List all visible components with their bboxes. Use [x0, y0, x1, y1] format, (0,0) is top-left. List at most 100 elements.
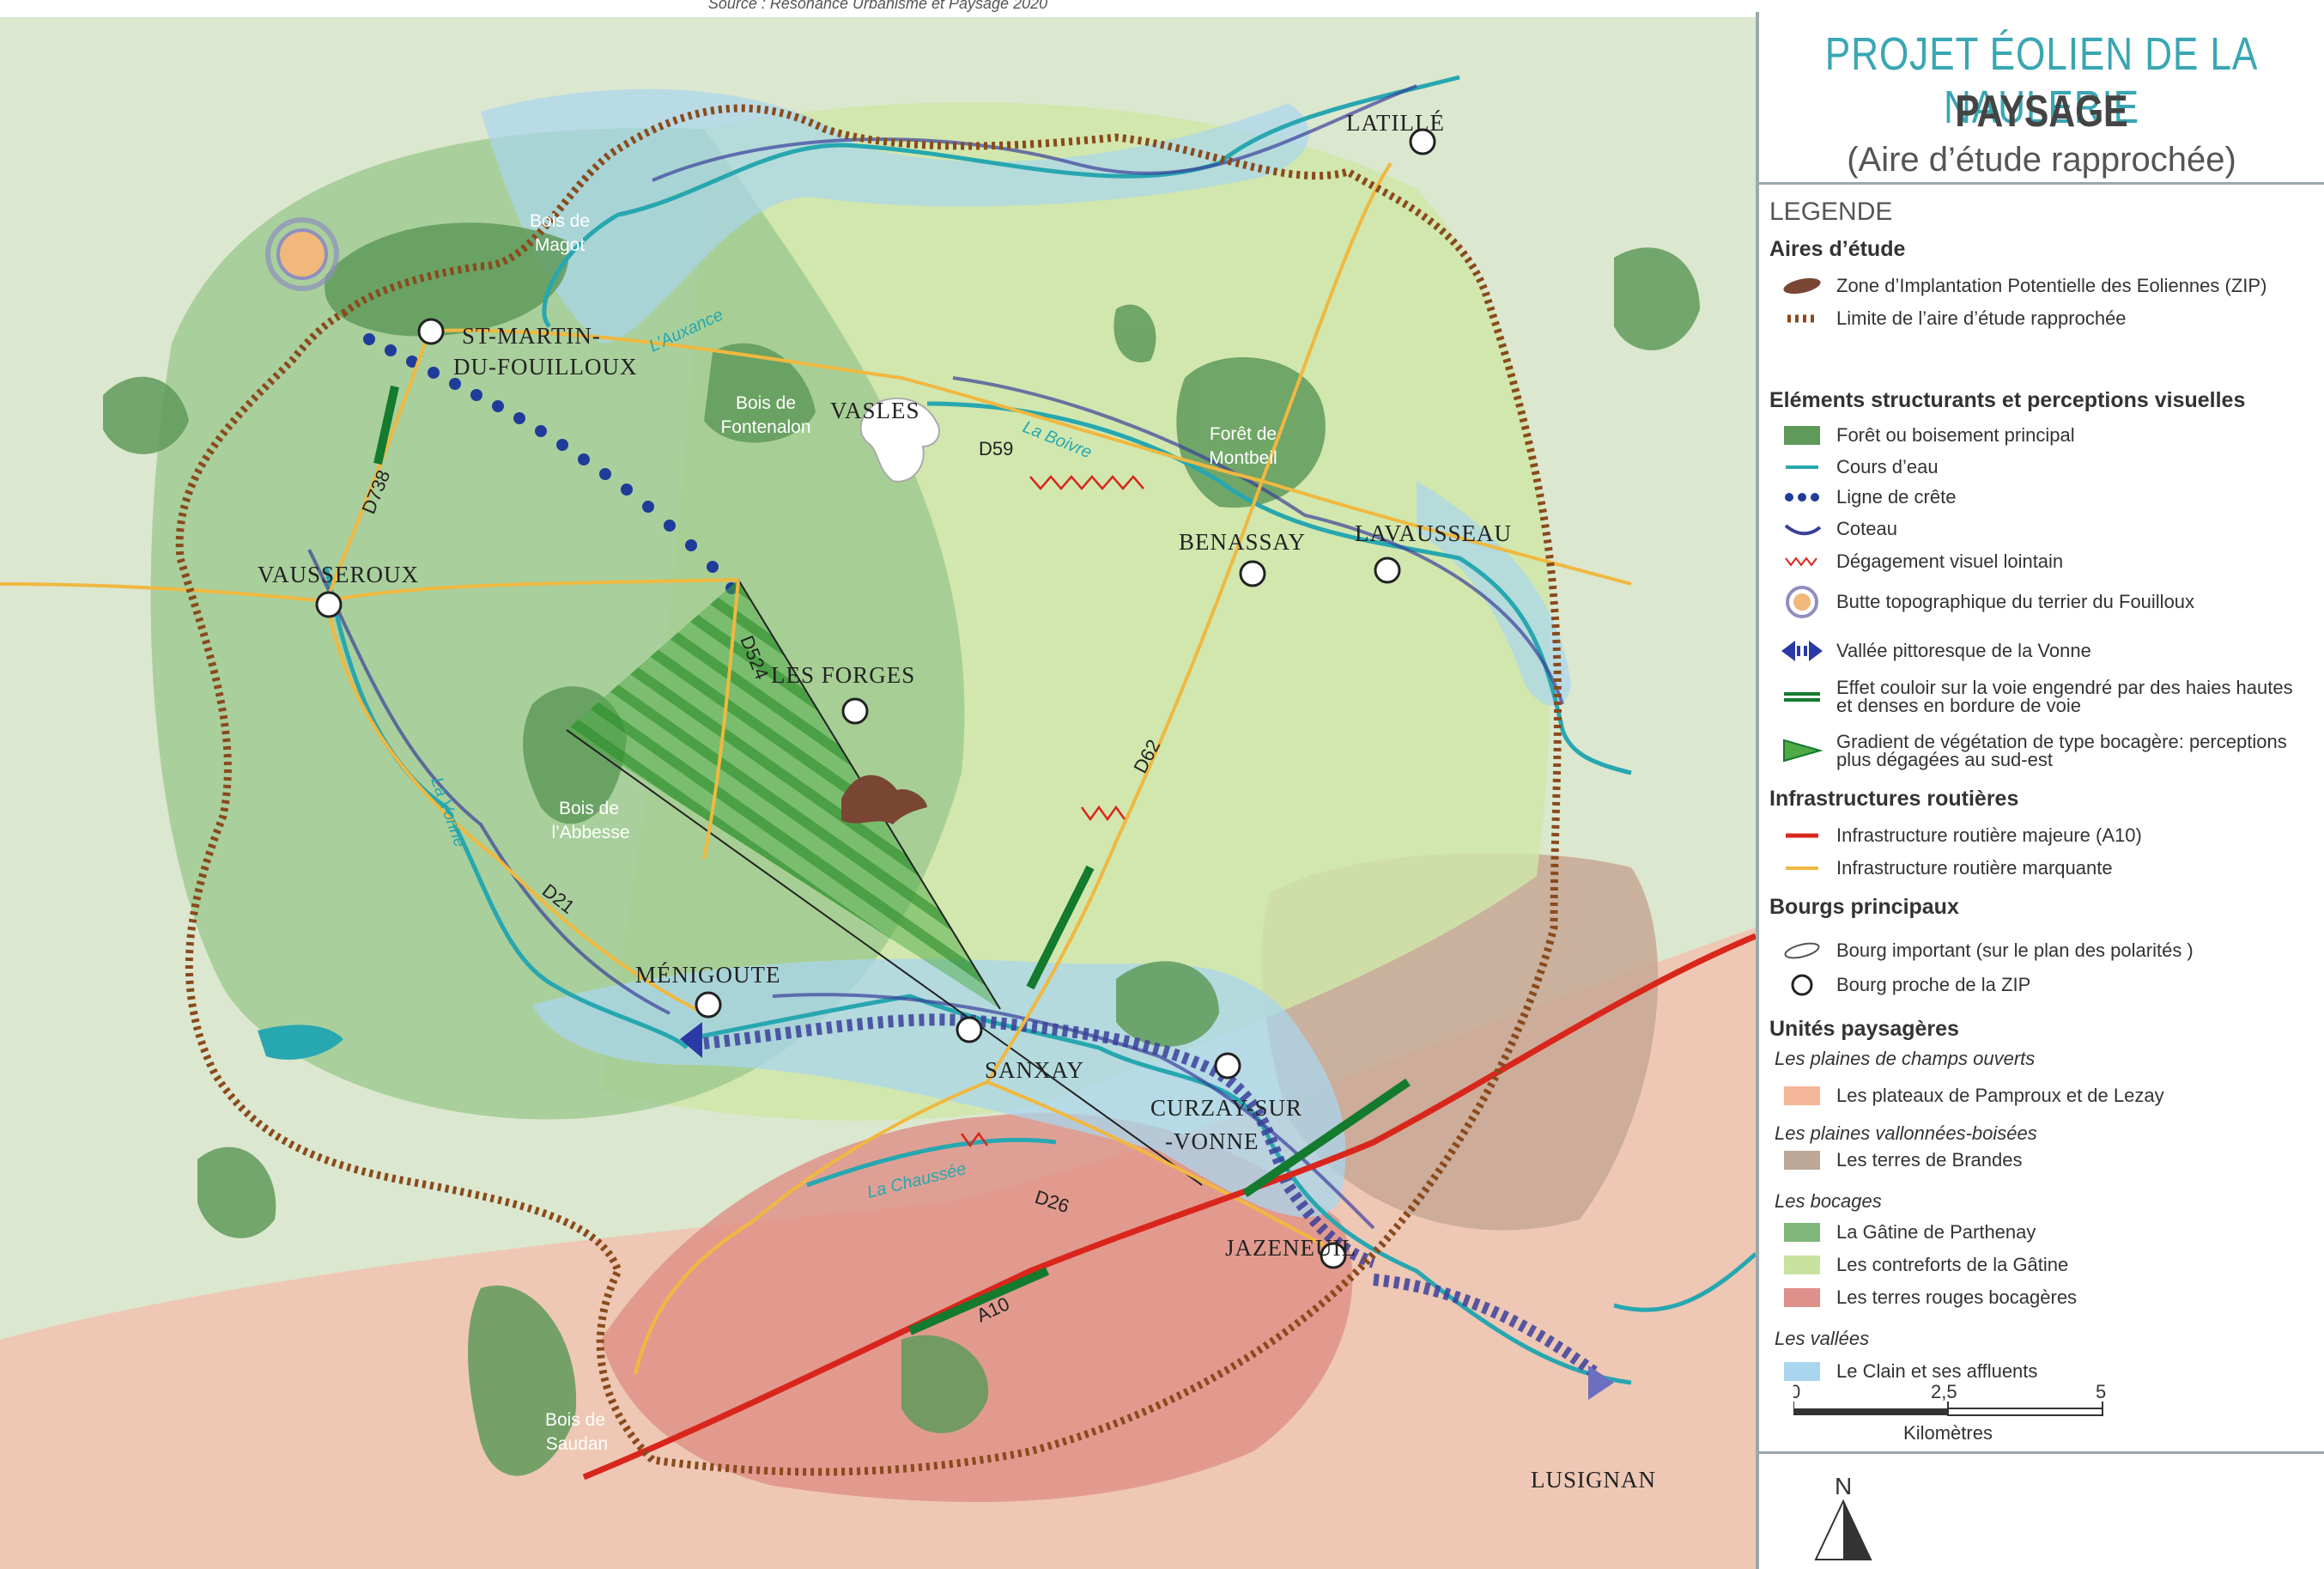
- legend-row-vallee-vonne: Vallée pittoresque de la Vonne: [1776, 636, 2091, 666]
- subsection-vallees: Les vallées: [1775, 1328, 1870, 1349]
- town-label-curzay-2: -VONNE: [1165, 1128, 1259, 1154]
- wood-label-saudan-2: Saudan: [546, 1434, 608, 1454]
- major-road-icon: [1776, 821, 1828, 850]
- road-label-d59: D59: [979, 438, 1013, 459]
- wood-label-abbesse-1: Bois de: [559, 799, 619, 818]
- clain-swatch-icon: [1776, 1357, 1828, 1386]
- zip-icon: [1776, 271, 1828, 301]
- legend-row-degagement: Dégagement visuel lointain: [1776, 547, 2063, 576]
- vonne-arrow-right: [1588, 1365, 1614, 1400]
- legend-row-brandes: Les terres de Brandes: [1776, 1146, 2022, 1175]
- source-caption: Source : Résonance Urbanisme et Paysage …: [707, 0, 1048, 12]
- north-label: N: [1835, 1473, 1852, 1499]
- coteau-icon: [1776, 514, 1828, 544]
- wood-label-magot-1: Bois de: [530, 211, 590, 231]
- legend-row-terres-rouges: Les terres rouges bocagères: [1776, 1283, 2077, 1312]
- legend-separator-bottom: [1759, 1451, 2324, 1454]
- town-label-benassay: BENASSAY: [1179, 529, 1306, 555]
- wood-label-fontenalon-1: Bois de: [736, 393, 796, 413]
- legend-row-marquante: Infrastructure routière marquante: [1776, 854, 2113, 883]
- town-label-latille: LATILLÉ: [1346, 110, 1445, 136]
- forest-patches: [103, 222, 1700, 1476]
- roads: [0, 161, 1632, 1375]
- scale-tick-0: 0: [1793, 1381, 1800, 1402]
- zigzag-icon: [1776, 547, 1828, 576]
- subsection-vallonnees: Les plaines vallonnées-boisées: [1775, 1122, 2037, 1144]
- town-label-st-martin-2: DU-FOUILLOUX: [453, 354, 637, 380]
- rivers: [324, 75, 1756, 1385]
- boundary-icon: [1776, 304, 1828, 333]
- map-area: Source : Résonance Urbanisme et Paysage …: [0, 0, 1756, 1569]
- zip-shape: [841, 775, 927, 824]
- legend-row-couloir: Effet couloir sur la voie engendré par d…: [1776, 678, 2300, 715]
- legend-row-gatine: La Gâtine de Parthenay: [1776, 1218, 2036, 1247]
- legend-row-butte: Butte topographique du terrier du Fouill…: [1776, 586, 2194, 618]
- legend-row-zip: Zone d’Implantation Potentielle des Eoli…: [1776, 271, 2266, 301]
- river-line-icon: [1776, 453, 1828, 482]
- corridor-icon: [1776, 682, 1828, 711]
- scale-tick-2-5: 2,5: [1931, 1381, 1957, 1402]
- wood-label-montbeil-2: Montbeil: [1209, 448, 1277, 468]
- legend-row-bourg-important: Bourg important (sur le plan des polarit…: [1776, 936, 2194, 965]
- wood-label-abbesse-2: l’Abbesse: [551, 823, 629, 842]
- wood-label-saudan-1: Bois de: [545, 1410, 605, 1430]
- town-label-st-martin-1: ST-MARTIN-: [462, 323, 601, 349]
- town-label-vausseroux: VAUSSEROUX: [258, 562, 419, 587]
- section-bourgs: Bourgs principaux: [1769, 895, 1959, 919]
- butte-topo-icon: [265, 217, 339, 291]
- gradient-triangle-icon: [1776, 736, 1828, 765]
- town-label-menigoute: MÉNIGOUTE: [635, 962, 780, 988]
- legend-row-pamproux: Les plateaux de Pamproux et de Lezay: [1776, 1081, 2164, 1110]
- north-arrow-icon: N: [1811, 1470, 1888, 1565]
- wood-label-magot-2: Magot: [535, 235, 586, 255]
- project-title: PROJET ÉOLIEN DE LA NAULERIE: [1824, 28, 2259, 133]
- contreforts-swatch-icon: [1776, 1250, 1828, 1280]
- scale-tick-5: 5: [2096, 1381, 2106, 1402]
- topic-title: PAYSAGE: [1955, 87, 2128, 137]
- brandes-swatch-icon: [1776, 1146, 1828, 1175]
- subsection-bocages: Les bocages: [1775, 1190, 1882, 1212]
- section-aires: Aires d’étude: [1769, 237, 1906, 261]
- legend-row-crete: Ligne de crête: [1776, 483, 1956, 512]
- map-canvas: LATILLÉ ST-MARTIN- DU-FOUILLOUX VASLES B…: [0, 0, 1756, 1569]
- gatine-swatch-icon: [1776, 1218, 1828, 1247]
- legend-row-foret: Forêt ou boisement principal: [1776, 421, 2075, 450]
- scale-bar: 0 2,5 5 Kilomètres: [1790, 1376, 2154, 1444]
- town-label-sanxay: SANXAY: [985, 1057, 1084, 1083]
- crest-dots-icon: [1776, 483, 1828, 512]
- pamproux-swatch-icon: [1776, 1081, 1828, 1110]
- town-label-lavausseau: LAVAUSSEAU: [1355, 520, 1512, 546]
- section-elements: Eléments structurants et perceptions vis…: [1769, 388, 2246, 412]
- legend-row-cours: Cours d’eau: [1776, 453, 1939, 482]
- menigoute-pond: [258, 1025, 343, 1060]
- double-arrow-icon: [1776, 636, 1828, 666]
- degagement-zigzags: [960, 475, 1144, 1148]
- study-area-boundary: [175, 104, 1562, 1476]
- bourg-outline-icon: [1776, 936, 1828, 965]
- area-title: (Aire d’étude rapprochée): [1847, 141, 2236, 179]
- legend-row-gradient: Gradient de végétation de type bocagère:…: [1776, 733, 2300, 769]
- legend-separator: [1759, 182, 2324, 185]
- vonne-arrow-left: [680, 1022, 702, 1058]
- town-label-les-forges: LES FORGES: [771, 662, 915, 688]
- section-unites: Unités paysagères: [1769, 1017, 1959, 1041]
- a10-road: [582, 933, 1756, 1481]
- legend-row-limite: Limite de l’aire d’étude rapprochée: [1776, 304, 2127, 333]
- road-icon: [1776, 854, 1828, 883]
- subsection-plaines: Les plaines de champs ouverts: [1775, 1048, 2036, 1069]
- town-markers: [315, 128, 1436, 1269]
- vasles-bourg: [859, 397, 940, 483]
- vegetation-gradient-triangle: [567, 580, 1000, 1009]
- town-circle-icon: [1776, 970, 1828, 1000]
- wood-label-fontenalon-2: Fontenalon: [720, 417, 810, 437]
- legend-heading: LEGENDE: [1769, 198, 1893, 226]
- vonne-pittoresque-band: [703, 1013, 1601, 1379]
- auxance-valley-zone: [481, 88, 1309, 344]
- town-label-vasles: VASLES: [830, 398, 920, 423]
- town-label-lusignan: LUSIGNAN: [1531, 1467, 1656, 1493]
- legend-row-contreforts: Les contreforts de la Gâtine: [1776, 1250, 2068, 1280]
- legend-row-bourg-proche: Bourg proche de la ZIP: [1776, 970, 2030, 1000]
- wood-label-montbeil-1: Forêt de: [1210, 424, 1277, 444]
- butte-icon: [1776, 586, 1828, 618]
- legend-row-a10: Infrastructure routière majeure (A10): [1776, 821, 2142, 850]
